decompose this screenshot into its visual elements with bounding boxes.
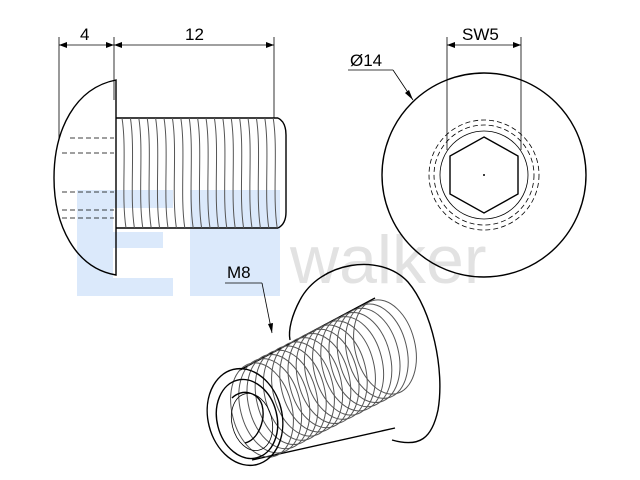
thread-crest-line (230, 117, 236, 229)
dimension-thread-length-label: 12 (185, 25, 204, 44)
thread-crest-line (171, 117, 177, 229)
dimension-thread-spec-label: M8 (227, 263, 251, 282)
thread-crest-line (272, 117, 278, 229)
thread-crest-line (197, 117, 203, 229)
dimension-head-diameter: Ø14 (348, 51, 414, 101)
thread-crest-line (222, 117, 228, 229)
isometric-view: M8 (206, 263, 441, 467)
dimension-thread-length: 12 (114, 25, 274, 48)
head-outline-circle (381, 72, 587, 278)
dimension-head-height: 4 (59, 25, 114, 48)
thread-crest-line (213, 117, 219, 229)
thread-crest-line (255, 117, 261, 229)
thread-crest-line (247, 117, 253, 229)
watermark-text: walker (289, 222, 487, 298)
watermark-logo: walker (77, 190, 487, 298)
side-view: 4 12 (53, 25, 287, 276)
dimension-thread-spec: M8 (225, 263, 273, 334)
dimension-socket-size-label: SW5 (462, 25, 499, 44)
dimension-head-height-label: 4 (80, 25, 89, 44)
hex-socket (449, 136, 519, 214)
thread-crest-line (180, 117, 186, 229)
thread-crest-line (163, 117, 169, 229)
thread-crest-line (138, 117, 144, 229)
thread-crest-line (121, 117, 127, 229)
thread-crest-line (188, 117, 194, 229)
thread-crest-line (155, 117, 161, 229)
iso-thread-ring (353, 299, 417, 395)
thread-crest-line (146, 117, 152, 229)
screw-head-profile (53, 79, 117, 276)
thread-crest-line (239, 117, 245, 229)
thread-crest-line (264, 117, 270, 229)
iso-screw-head (299, 263, 441, 444)
end-view: Ø14 SW5 (348, 25, 587, 278)
dimension-head-diameter-label: Ø14 (350, 51, 382, 70)
thread-shank (116, 117, 287, 229)
dimension-socket-size: SW5 (446, 25, 522, 150)
thread-crest-line (129, 117, 135, 229)
thread-crest-line (205, 117, 211, 229)
